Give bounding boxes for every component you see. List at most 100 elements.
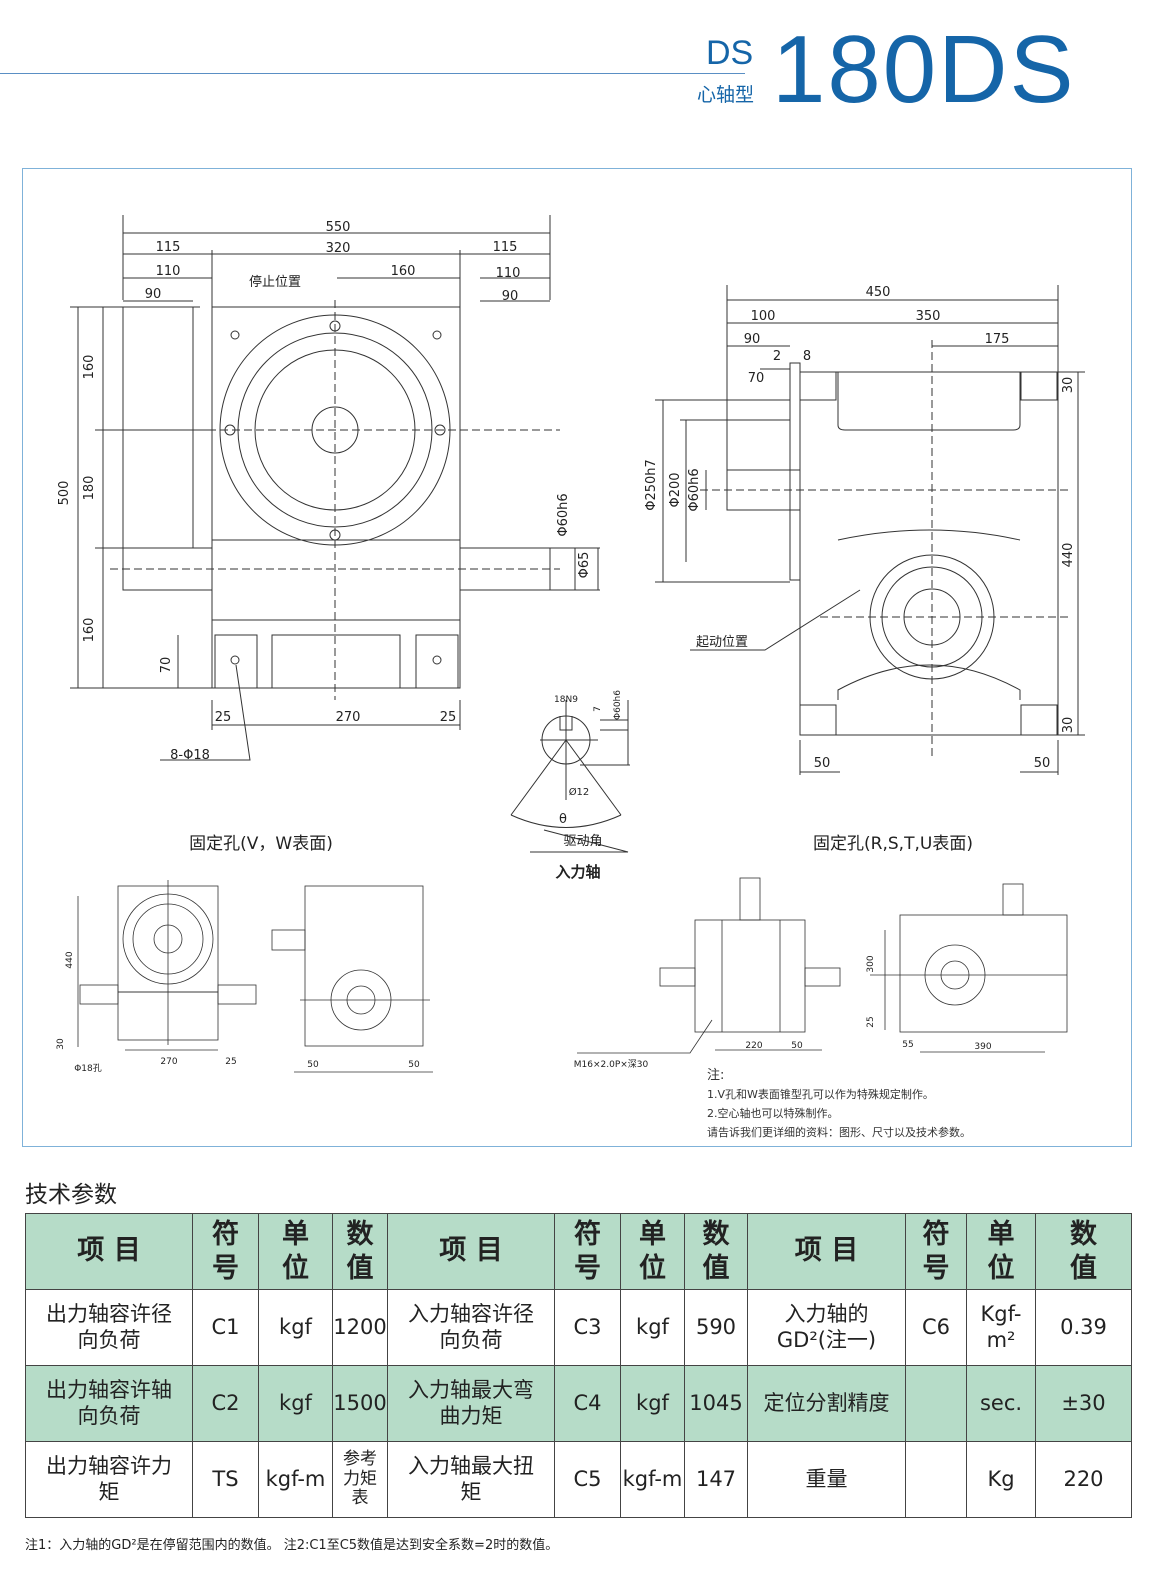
dimension-label: 50	[1034, 756, 1051, 771]
spec-item: 入力轴容许径向负荷	[387, 1289, 555, 1366]
spec-value: 220	[1035, 1441, 1132, 1518]
spec-value: 147	[684, 1441, 748, 1518]
side-view	[655, 285, 1085, 775]
note-line: 2.空心轴也可以特殊制作。	[707, 1107, 839, 1120]
section-title: 技术参数	[25, 1182, 117, 1208]
dimension-label: 270	[336, 710, 361, 725]
dimension-label: 90	[145, 287, 162, 302]
dimension-label: 8-Φ18	[170, 748, 210, 763]
dimension-label: 160	[391, 264, 416, 279]
dimension-label: Φ60h6	[556, 493, 571, 536]
dimension-label: 入力轴	[555, 863, 600, 881]
dimension-label: 55	[902, 1040, 913, 1050]
spec-item: 入力轴最大扭矩	[387, 1441, 555, 1518]
header-symbol: 符号	[192, 1213, 259, 1290]
note-line: 请告诉我们更详细的资料：图形、尺寸以及技术参数。	[707, 1126, 971, 1139]
dimension-label: M16×2.0P×深30	[574, 1059, 649, 1070]
spec-item: 出力轴容许径向负荷	[25, 1289, 193, 1366]
dimension-label: 50	[408, 1060, 420, 1070]
dimension-label: 30	[1061, 717, 1076, 734]
dimension-label: 70	[159, 657, 174, 674]
dimension-label: 110	[496, 266, 521, 281]
dimension-label: 175	[985, 332, 1010, 347]
spec-unit: Kgf-m²	[966, 1289, 1036, 1366]
header-unit: 单位	[620, 1213, 685, 1290]
dimension-label: 30	[1061, 377, 1076, 394]
front-view	[70, 215, 600, 761]
dimension-label: 220	[745, 1041, 762, 1051]
spec-unit: kgf	[258, 1365, 333, 1442]
dimension-label: 30	[56, 1038, 66, 1050]
spec-value: 1045	[684, 1365, 748, 1442]
dimension-label: Φ60h6	[613, 690, 623, 720]
spec-item: 出力轴容许力矩	[25, 1441, 193, 1518]
dimension-label: 390	[974, 1042, 991, 1052]
header-item: 项 目	[387, 1213, 555, 1290]
dimension-label: 50	[814, 756, 831, 771]
spec-item: 出力轴容许轴向负荷	[25, 1365, 193, 1442]
header-item: 项 目	[747, 1213, 906, 1290]
spec-unit: kgf	[258, 1289, 333, 1366]
dimension-label: 440	[65, 951, 75, 968]
dimension-label: 25	[225, 1057, 236, 1067]
dimension-label: 440	[1061, 543, 1076, 568]
note-line: 1.V孔和W表面锥型孔可以作为特殊规定制作。	[707, 1088, 934, 1101]
dimension-label: 起动位置	[696, 635, 748, 650]
dimension-label: 18N9	[554, 695, 578, 705]
dimension-label: 2	[773, 349, 781, 364]
spec-value: ±30	[1035, 1365, 1132, 1442]
spec-unit: Kg	[966, 1441, 1036, 1518]
dimension-label: 180	[82, 476, 97, 501]
spec-value: 参考力矩表	[332, 1441, 388, 1518]
dimension-label: Φ200	[668, 472, 683, 507]
small-views	[77, 877, 1068, 1073]
dimension-label: 160	[82, 355, 97, 380]
spec-symbol: C5	[554, 1441, 621, 1518]
dimension-label: 350	[916, 309, 941, 324]
spec-item: 入力轴的GD²(注一)	[747, 1289, 906, 1366]
header-unit: 单位	[966, 1213, 1036, 1290]
header-value: 数值	[1035, 1213, 1132, 1290]
dimension-label: 70	[748, 371, 765, 386]
dimension-label: Φ18孔	[74, 1063, 102, 1074]
dimension-label: 270	[160, 1057, 177, 1067]
spec-symbol: C3	[554, 1289, 621, 1366]
dimension-label: 115	[156, 240, 181, 255]
spec-unit: sec.	[966, 1365, 1036, 1442]
spec-symbol	[905, 1365, 967, 1442]
spec-table: 项 目 符号 单位 数值项 目 符号 单位 数值项 目 符号 单位 数值出力轴容…	[25, 1213, 1132, 1518]
dimension-label: 25	[215, 710, 232, 725]
input-shaft-detail	[510, 700, 630, 853]
header-unit: 单位	[258, 1213, 333, 1290]
dimension-label: 25	[440, 710, 457, 725]
spec-symbol: TS	[192, 1441, 259, 1518]
dimension-label: 90	[502, 289, 519, 304]
spec-unit: kgf	[620, 1365, 685, 1442]
dimension-label: 固定孔(V，W表面)	[189, 834, 333, 854]
header-item: 项 目	[25, 1213, 193, 1290]
spec-symbol: C4	[554, 1365, 621, 1442]
header-symbol: 符号	[554, 1213, 621, 1290]
dimension-label: 500	[57, 481, 72, 506]
dimension-label: 7	[593, 706, 603, 712]
spec-symbol	[905, 1441, 967, 1518]
spec-unit: kgf-m	[258, 1441, 333, 1518]
spec-item: 入力轴最大弯曲力矩	[387, 1365, 555, 1442]
dimension-label: 160	[82, 618, 97, 643]
dimension-label: Φ65	[577, 552, 592, 579]
spec-unit: kgf-m	[620, 1441, 685, 1518]
spec-symbol: C6	[905, 1289, 967, 1366]
dimension-label: 50	[307, 1060, 319, 1070]
dimension-label: 110	[156, 264, 181, 279]
dimension-label: 50	[791, 1041, 803, 1051]
drawing-frame	[22, 168, 1132, 1147]
dimension-label: θ	[559, 812, 567, 827]
spec-item: 重量	[747, 1441, 906, 1518]
dimension-label: 90	[744, 332, 761, 347]
header-rule	[0, 73, 745, 74]
spec-value: 0.39	[1035, 1289, 1132, 1366]
header-value: 数值	[332, 1213, 388, 1290]
spec-unit: kgf	[620, 1289, 685, 1366]
